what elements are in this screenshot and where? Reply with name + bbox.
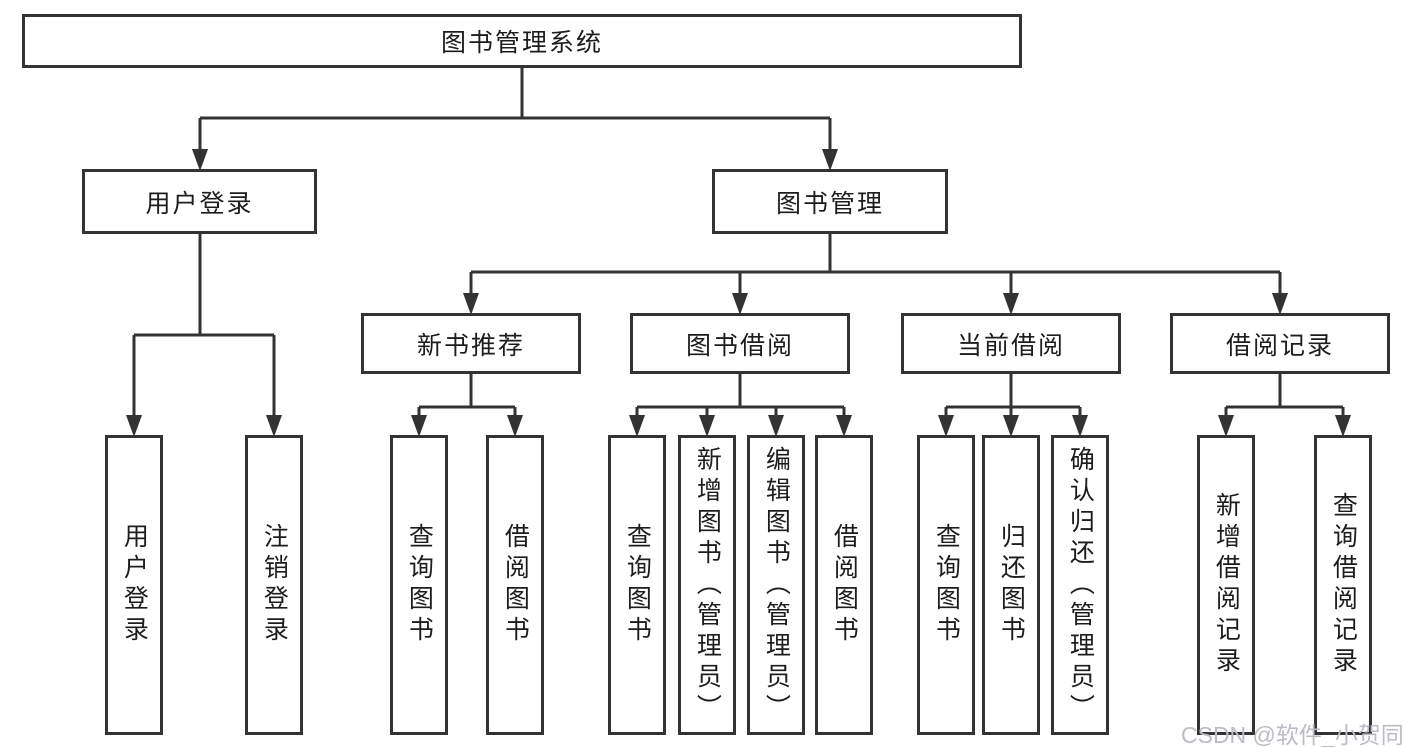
node-label: 查询图书 (623, 523, 652, 647)
leaf-confirm-return-admin: 确认归还（管理员） (1051, 435, 1109, 735)
node-book-management: 图书管理 (712, 169, 948, 234)
node-label: 图书管理 (775, 189, 884, 218)
node-label: 用户登录 (145, 189, 254, 218)
leaf-user-login: 用户登录 (105, 435, 163, 735)
node-current-borrowing: 当前借阅 (901, 313, 1121, 374)
node-label: 归还图书 (997, 523, 1026, 647)
node-label: 查询借阅记录 (1329, 492, 1358, 678)
leaf-return-book: 归还图书 (982, 435, 1040, 735)
node-label: 查询图书 (932, 523, 961, 647)
node-label: 查询图书 (405, 523, 434, 647)
node-label: 编辑图书（管理员） (762, 445, 791, 725)
leaf-edit-book-admin: 编辑图书（管理员） (747, 435, 805, 735)
node-label: 注销登录 (260, 523, 289, 647)
leaf-query-books-current: 查询图书 (917, 435, 975, 735)
node-label: 确认归还（管理员） (1066, 445, 1095, 725)
leaf-logout: 注销登录 (245, 435, 303, 735)
node-new-book-recommend: 新书推荐 (361, 313, 581, 374)
node-borrow-records: 借阅记录 (1170, 313, 1390, 374)
node-user-login-branch: 用户登录 (82, 169, 317, 234)
node-label: 图书管理系统 (440, 29, 603, 57)
node-label: 借阅记录 (1225, 331, 1334, 360)
csdn-watermark: CSDN @软件_小贺同学 (1181, 722, 1405, 747)
node-label: 新书推荐 (416, 331, 525, 360)
node-label: 当前借阅 (956, 331, 1065, 360)
node-label: 借阅图书 (501, 523, 530, 647)
node-book-borrowing: 图书借阅 (630, 313, 850, 374)
leaf-borrow-books-recommend: 借阅图书 (486, 435, 544, 735)
node-label: 借阅图书 (830, 523, 859, 647)
leaf-borrow-books-borrowing: 借阅图书 (815, 435, 873, 735)
leaf-query-borrow-record: 查询借阅记录 (1314, 435, 1372, 735)
node-label: 新增借阅记录 (1212, 492, 1241, 678)
node-library-system: 图书管理系统 (22, 14, 1022, 68)
leaf-query-books-recommend: 查询图书 (390, 435, 448, 735)
node-label: 图书借阅 (685, 331, 794, 360)
leaf-add-book-admin: 新增图书（管理员） (678, 435, 736, 735)
leaf-add-borrow-record: 新增借阅记录 (1197, 435, 1255, 735)
node-label: 新增图书（管理员） (693, 445, 722, 725)
leaf-query-books-borrowing: 查询图书 (608, 435, 666, 735)
node-label: 用户登录 (120, 523, 149, 647)
